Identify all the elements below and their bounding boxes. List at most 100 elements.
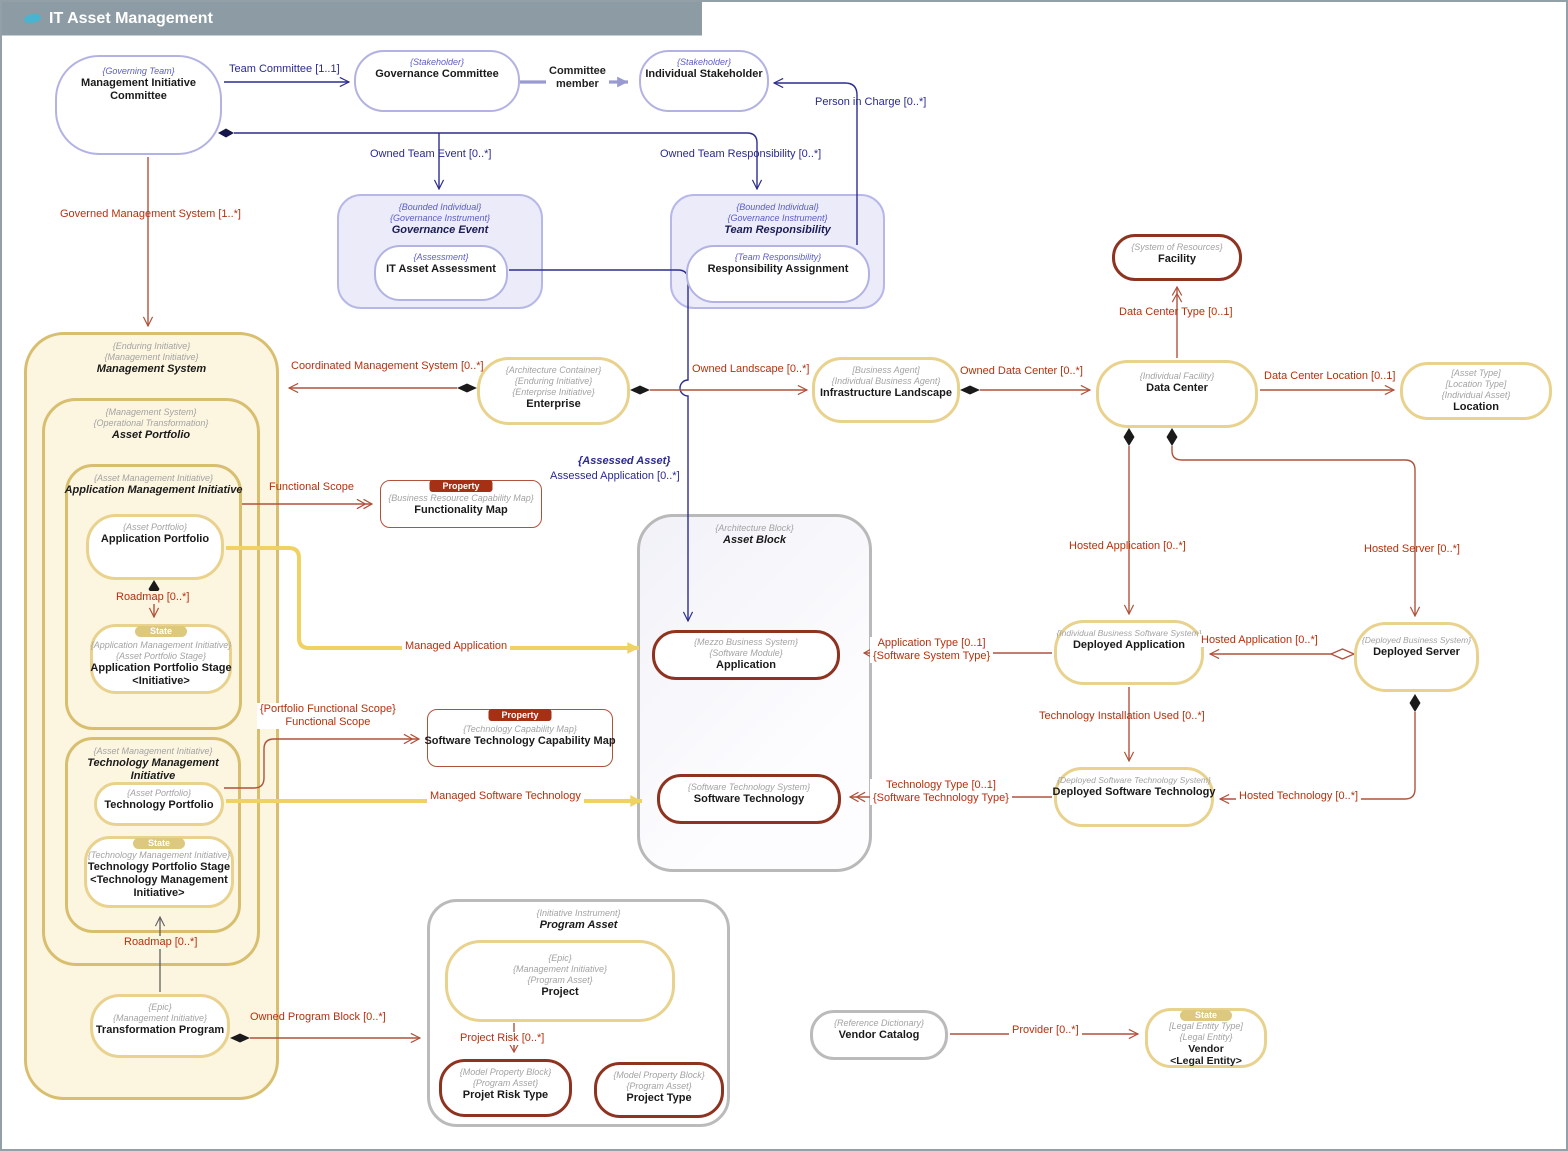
stereotype: {Reference Dictionary} xyxy=(833,1018,925,1028)
stereotype: {Architecture Block} xyxy=(715,523,794,533)
stereotype: {Stakeholder} xyxy=(409,57,465,67)
state-badge: State xyxy=(134,626,188,637)
stereotype: {Asset Management Initiative} xyxy=(93,473,214,483)
edge-label-hosted-application-horizontal: Hosted Application [0..*] xyxy=(1198,634,1321,647)
edge-label-team-committee: Team Committee [1..1] xyxy=(229,63,340,75)
node-name: Technology Portfolio Stage <Technology M… xyxy=(87,861,231,899)
stereotype: {Assessment} xyxy=(413,252,469,262)
edge-label-functional-scope: Functional Scope xyxy=(269,481,354,493)
node-transformation-program[interactable]: {Epic} {Management Initiative} Transform… xyxy=(90,994,230,1058)
edge-label-owned-landscape: Owned Landscape [0..*] xyxy=(692,363,810,375)
node-name: Transformation Program xyxy=(95,1024,225,1036)
node-name: Deployed Application xyxy=(1072,639,1186,651)
stereotype: {System of Resources} xyxy=(1131,242,1223,252)
stereotype: {Asset Portfolio} xyxy=(126,788,192,798)
edge-label-portfolio-functional-scope: {Portfolio Functional Scope} Functional … xyxy=(257,703,399,729)
stereotype: {Business Resource Capability Map} xyxy=(388,493,534,503)
property-badge: Property xyxy=(429,480,493,492)
stereotype: {Management System} {Operational Transfo… xyxy=(93,407,209,428)
stereotype: {Team Responsibility} xyxy=(734,252,822,262)
node-application[interactable]: {Mezzo Business System} {Software Module… xyxy=(652,630,840,680)
diagram-title-bar: IT Asset Management xyxy=(2,2,702,36)
stereotype: {Bounded Individual} {Governance Instrum… xyxy=(727,202,828,223)
node-technology-portfolio[interactable]: {Asset Portfolio} Technology Portfolio xyxy=(94,782,224,826)
node-data-center[interactable]: {Individual Facility} Data Center xyxy=(1096,360,1258,428)
node-individual-stakeholder[interactable]: {Stakeholder} Individual Stakeholder xyxy=(639,50,769,112)
node-deployed-software-technology[interactable]: {Deployed Software Technology System} De… xyxy=(1052,767,1216,827)
node-project-type[interactable]: {Model Property Block} {Program Asset} P… xyxy=(594,1062,724,1118)
edge-label-owned-data-center: Owned Data Center [0..*] xyxy=(960,365,1083,377)
node-governance-committee[interactable]: {Stakeholder} Governance Committee xyxy=(354,50,520,112)
stereotype: {Application Management Initiative} {Ass… xyxy=(90,640,232,661)
stereotype: [Business Agent] {Individual Business Ag… xyxy=(831,365,941,386)
node-deployed-application[interactable]: {Individual Business Software System} De… xyxy=(1054,620,1204,685)
edge-label-project-risk: Project Risk [0..*] xyxy=(457,1032,548,1045)
node-location[interactable]: [Asset Type] [Location Type] {Individual… xyxy=(1400,362,1552,420)
node-name: Deployed Server xyxy=(1373,646,1460,658)
stereotype: {Governing Team} xyxy=(102,66,175,76)
stereotype: {Epic} {Management Initiative} xyxy=(112,1002,208,1023)
edge-label-provider: Provider [0..*] xyxy=(1009,1024,1082,1037)
node-software-technology[interactable]: {Software Technology System} Software Te… xyxy=(657,774,841,824)
node-name: Application Portfolio Stage <Initiative> xyxy=(90,662,232,687)
node-deployed-server[interactable]: {Deployed Business System} Deployed Serv… xyxy=(1354,622,1479,692)
node-responsibility-assignment[interactable]: {Team Responsibility} Responsibility Ass… xyxy=(686,245,870,303)
stereotype: {Model Property Block} {Program Asset} xyxy=(613,1070,705,1091)
container-title: Governance Event xyxy=(391,224,489,236)
edge-label-owned-program-block: Owned Program Block [0..*] xyxy=(250,1011,386,1023)
node-application-portfolio-stage[interactable]: State {Application Management Initiative… xyxy=(90,624,232,694)
node-application-portfolio[interactable]: {Asset Portfolio} Application Portfolio xyxy=(86,514,224,580)
edge-label-hosted-technology: Hosted Technology [0..*] xyxy=(1236,790,1362,803)
node-name: Data Center xyxy=(1146,382,1208,394)
node-name: Individual Stakeholder xyxy=(645,68,763,80)
node-name: Application xyxy=(716,659,776,671)
node-name: Project Type xyxy=(626,1092,692,1104)
edge-label-hosted-application-vertical: Hosted Application [0..*] xyxy=(1069,540,1186,552)
edge-label-owned-team-responsibility: Owned Team Responsibility [0..*] xyxy=(660,148,822,160)
node-name: Facility xyxy=(1158,253,1196,265)
node-name: IT Asset Assessment xyxy=(386,263,496,275)
stereotype: {Individual Business Software System} xyxy=(1056,628,1202,638)
edge-label-assessed-application: Assessed Application [0..*] xyxy=(547,470,683,483)
stereotype: {Bounded Individual} {Governance Instrum… xyxy=(389,202,491,223)
stereotype: {Software Technology System} xyxy=(687,782,811,792)
edge-label-roadmap-application: Roadmap [0..*] xyxy=(114,591,192,604)
container-title: Application Management Initiative xyxy=(64,484,243,496)
node-management-initiative-committee[interactable]: {Governing Team} Management Initiative C… xyxy=(55,55,222,155)
stereotype: {Technology Capability Map} xyxy=(463,724,577,734)
node-name: Projet Risk Type xyxy=(462,1089,549,1101)
edge-label-coordinated-management-system: Coordinated Management System [0..*] xyxy=(291,360,484,372)
node-technology-portfolio-stage[interactable]: State {Technology Management Initiative}… xyxy=(84,836,234,908)
node-name: Enterprise xyxy=(526,398,581,410)
container-title: Management System xyxy=(96,363,207,375)
node-name: Management Initiative Committee xyxy=(81,77,196,102)
node-name: Infrastructure Landscape xyxy=(819,387,953,399)
stereotype: {Mezzo Business System} {Software Module… xyxy=(693,637,799,658)
node-vendor[interactable]: State [Legal Entity Type] {Legal Entity}… xyxy=(1145,1008,1267,1068)
edge-label-roadmap-technology: Roadmap [0..*] xyxy=(122,936,200,949)
node-infrastructure-landscape[interactable]: [Business Agent] {Individual Business Ag… xyxy=(812,357,960,423)
node-functionality-map[interactable]: Property {Business Resource Capability M… xyxy=(380,480,542,528)
node-name: Functionality Map xyxy=(414,504,508,516)
node-it-asset-assessment[interactable]: {Assessment} IT Asset Assessment xyxy=(374,245,508,301)
stereotype: [Asset Type] [Location Type] {Individual… xyxy=(1441,368,1511,400)
edge-label-data-center-location: Data Center Location [0..1] xyxy=(1264,370,1396,382)
node-name: Technology Portfolio xyxy=(104,799,214,811)
container-title: Program Asset xyxy=(539,919,618,931)
node-project[interactable]: {Epic} {Management Initiative} {Program … xyxy=(445,940,675,1022)
node-software-technology-capability-map[interactable]: Property {Technology Capability Map} Sof… xyxy=(424,709,616,767)
stereotype: {Enduring Initiative} {Management Initia… xyxy=(104,341,199,362)
node-name: Deployed Software Technology xyxy=(1052,786,1216,798)
diagram-icon xyxy=(23,12,42,25)
node-projet-risk-type[interactable]: {Model Property Block} {Program Asset} P… xyxy=(439,1059,572,1117)
node-enterprise[interactable]: {Architecture Container} {Enduring Initi… xyxy=(477,357,630,425)
node-facility[interactable]: {System of Resources} Facility xyxy=(1112,234,1242,281)
edge-label-technology-type: Technology Type [0..1] {Software Technol… xyxy=(870,779,1012,805)
state-badge: State xyxy=(1179,1010,1233,1021)
stereotype: {Asset Portfolio} xyxy=(122,522,188,532)
node-vendor-catalog[interactable]: {Reference Dictionary} Vendor Catalog xyxy=(810,1010,948,1060)
edge-label-governed-management-system: Governed Management System [1..*] xyxy=(60,208,241,220)
stereotype: {Deployed Business System} xyxy=(1361,635,1472,645)
